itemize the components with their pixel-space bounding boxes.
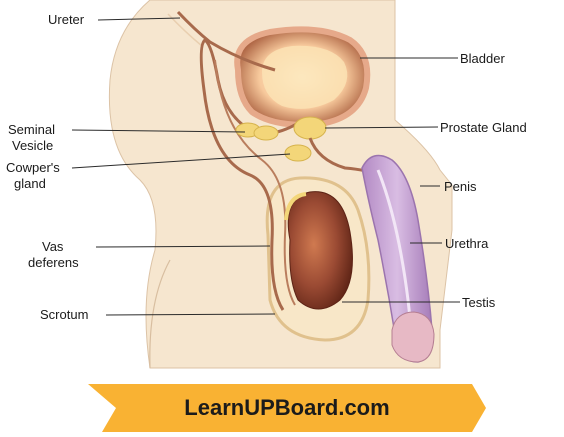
label-cowpers-gland-2: gland <box>14 176 46 191</box>
label-prostate-gland: Prostate Gland <box>440 120 527 135</box>
vas-deferens-tube-2 <box>214 59 296 306</box>
glans <box>391 311 435 363</box>
label-seminal-vesicle-2: Vesicle <box>12 138 53 153</box>
label-vas-deferens-2: deferens <box>28 255 79 270</box>
cowpers-gland <box>284 144 312 162</box>
label-seminal-vesicle-1: Seminal <box>8 122 55 137</box>
site-banner-text[interactable]: LearnUPBoard.com <box>184 395 390 420</box>
site-banner <box>88 384 486 432</box>
banner-ribbon <box>88 384 486 432</box>
leader-lines <box>71 17 460 316</box>
label-urethra: Urethra <box>445 236 489 251</box>
label-vas-deferens-1: Vas <box>42 239 64 254</box>
bladder-inner <box>262 45 348 109</box>
prostate-gland <box>293 116 327 140</box>
label-testis: Testis <box>462 295 496 310</box>
label-cowpers-gland-1: Cowper's <box>6 160 60 175</box>
ureter-tube <box>176 10 276 72</box>
testis-shape <box>287 191 353 310</box>
label-bladder: Bladder <box>460 51 505 66</box>
vas-deferens-tube <box>199 38 301 311</box>
label-penis: Penis <box>444 179 477 194</box>
thigh-outline <box>149 259 171 369</box>
ureter-tube-2 <box>167 13 203 47</box>
label-scrotum: Scrotum <box>40 307 88 322</box>
label-ureter: Ureter <box>48 12 85 27</box>
seminal-vesicle <box>235 122 279 141</box>
epididymis <box>284 192 307 221</box>
